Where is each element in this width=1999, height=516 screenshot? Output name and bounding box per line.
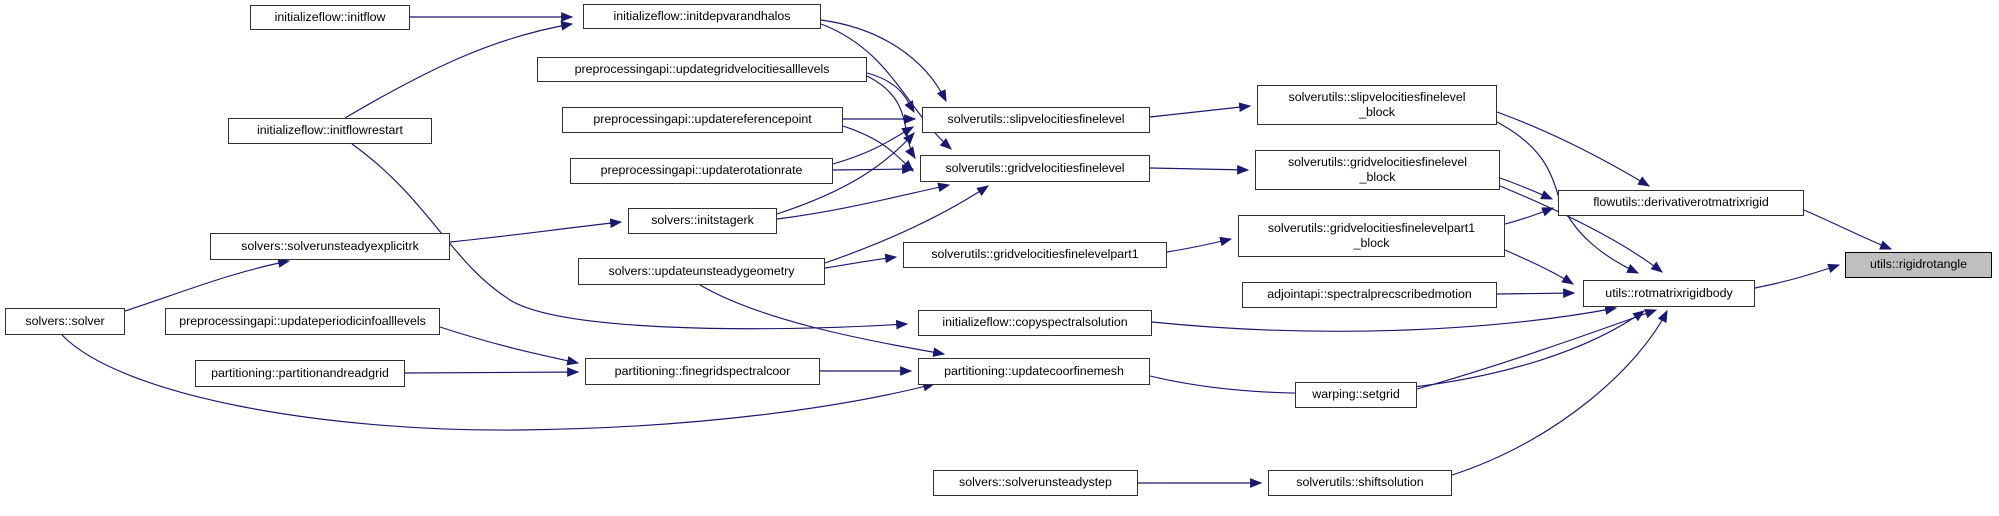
node-solverutils-gridvelocitiesfinelevelpart1[interactable]: solverutils::gridvelocitiesfinelevelpart… — [903, 242, 1167, 268]
edge-initdepvarandhalos-slipvelfinelevel — [820, 19, 947, 103]
edge-copyspectralsolution-rotmatrixrigidbody — [1151, 305, 1618, 332]
node-initializeflow-initflowrestart[interactable]: initializeflow::initflowrestart — [228, 118, 432, 144]
node-solverutils-gridvelocitiesfinelevelpart1-block[interactable]: solverutils::gridvelocitiesfinelevelpart… — [1238, 215, 1505, 257]
edge-updateunsteadygeometry-gridvelfinelevel — [824, 185, 990, 264]
node-preprocessingapi-updaterotationrate[interactable]: preprocessingapi::updaterotationrate — [570, 158, 833, 184]
node-preprocessingapi-updatereferencepoint[interactable]: preprocessingapi::updatereferencepoint — [562, 107, 843, 133]
node-solvers-solverunsteadystep[interactable]: solvers::solverunsteadystep — [933, 470, 1138, 496]
node-utils-rigidrotangle: utils::rigidrotangle — [1845, 252, 1992, 278]
edge-updaterotationrate-slipvelfinelevel — [832, 126, 915, 165]
edge-solver-updatecoorfinemesh — [61, 334, 936, 431]
node-warping-setgrid[interactable]: warping::setgrid — [1295, 382, 1417, 408]
edge-gridvelfinelevel_block-rotmatrixrigidbody — [1499, 185, 1663, 273]
edge-gridvelfinelevel-gridvelfinelevel_block — [1149, 164, 1250, 175]
node-adjointapi-spectralprecscribedmotion[interactable]: adjointapi::spectralprecscribedmotion — [1242, 282, 1497, 308]
node-initializeflow-initdepvarandhalos[interactable]: initializeflow::initdepvarandhalos — [583, 4, 821, 29]
edge-updatecoorfinemesh-rotmatrixrigidbody — [1149, 310, 1645, 394]
node-partitioning-partitionandreadgrid[interactable]: partitioning::partitionandreadgrid — [195, 360, 405, 387]
edge-gridvelpart1_block-derivativerotmatrixrigid — [1504, 207, 1555, 225]
edge-updateunsteadygeometry-gridvelfinelevelpart1 — [824, 253, 898, 269]
node-preprocessingapi-updategridvelocitiesalllevels[interactable]: preprocessingapi::updategridvelocitiesal… — [537, 57, 867, 82]
node-partitioning-finegridspectralcoor[interactable]: partitioning::finegridspectralcoor — [585, 358, 820, 385]
edge-gridvelpart1_block-rotmatrixrigidbody — [1504, 249, 1575, 285]
edge-shiftsolution-rotmatrixrigidbody — [1451, 309, 1668, 476]
node-partitioning-updatecoorfinemesh[interactable]: partitioning::updatecoorfinemesh — [918, 358, 1150, 385]
node-solvers-initstagerk[interactable]: solvers::initstagerk — [628, 208, 777, 234]
edge-gridvelfinelevel_block-derivativerotmatrixrigid — [1499, 177, 1554, 200]
node-initializeflow-initflow[interactable]: initializeflow::initflow — [250, 5, 410, 30]
edge-initflowrestart-initdepvarandhalos — [344, 21, 574, 119]
node-solvers-solverunsteadyexplicitrk[interactable]: solvers::solverunsteadyexplicitrk — [210, 233, 450, 260]
edge-initflowrestart-copyspectralsolution — [351, 143, 909, 330]
edge-slipvelfinelevel-slipvelfinelevel_block — [1149, 102, 1252, 118]
node-flowutils-derivativerotmatrixrigid[interactable]: flowutils::derivativerotmatrixrigid — [1558, 190, 1804, 216]
edge-updategridvelall-slipvelfinelevel — [866, 72, 915, 114]
edge-spectralprecscribedmotion-rotmatrixrigidbody — [1496, 288, 1576, 298]
edge-rotmatrixrigidbody-rigidrotangle — [1754, 263, 1841, 289]
node-solverutils-gridvelocitiesfinelevel-block[interactable]: solverutils::gridvelocitiesfinelevel _bl… — [1255, 150, 1500, 190]
node-preprocessingapi-updateperiodicinfoalllevels[interactable]: preprocessingapi::updateperiodicinfoalll… — [165, 308, 440, 335]
edge-updategridvelall-gridvelfinelevel — [866, 75, 916, 160]
node-solverutils-gridvelocitiesfinelevel[interactable]: solverutils::gridvelocitiesfinelevel — [920, 155, 1150, 182]
edge-setgrid-rotmatrixrigidbody — [1416, 309, 1658, 390]
node-solvers-updateunsteadygeometry[interactable]: solvers::updateunsteadygeometry — [578, 258, 825, 285]
edge-initstagerk-slipvelfinelevel — [776, 132, 915, 215]
edge-gridvelfinelevelpart1-gridvelpart1_block — [1166, 236, 1233, 253]
edge-updateunsteadygeometry-updatecoorfinemesh — [699, 284, 946, 357]
node-solverutils-slipvelocitiesfinelevel-block[interactable]: solverutils::slipvelocitiesfinelevel _bl… — [1257, 85, 1497, 125]
node-utils-rotmatrixrigidbody[interactable]: utils::rotmatrixrigidbody — [1583, 280, 1755, 307]
edge-initstagerk-gridvelfinelevel — [776, 182, 951, 220]
edge-solver-solverunsteadyexplicitrk — [124, 258, 291, 312]
node-initializeflow-copyspectralsolution[interactable]: initializeflow::copyspectralsolution — [918, 310, 1152, 336]
node-solvers-solver[interactable]: solvers::solver — [5, 308, 125, 335]
edge-initdepvarandhalos-gridvelfinelevel — [820, 23, 952, 150]
node-solverutils-slipvelocitiesfinelevel[interactable]: solverutils::slipvelocitiesfinelevel — [922, 107, 1150, 133]
node-solverutils-shiftsolution[interactable]: solverutils::shiftsolution — [1268, 470, 1452, 496]
edge-derivativerotmatrixrigid-rigidrotangle — [1803, 209, 1893, 250]
edge-updateperiodicinfo-finegridspectralcoor — [439, 326, 580, 366]
edge-slipvelfinelevel_block-derivativerotmatrixrigid — [1496, 111, 1651, 187]
edge-solverunsteadyexplicitrk-initstagerk — [449, 218, 623, 243]
edge-partitionandreadgrid-finegridspectralcoor — [404, 367, 580, 377]
